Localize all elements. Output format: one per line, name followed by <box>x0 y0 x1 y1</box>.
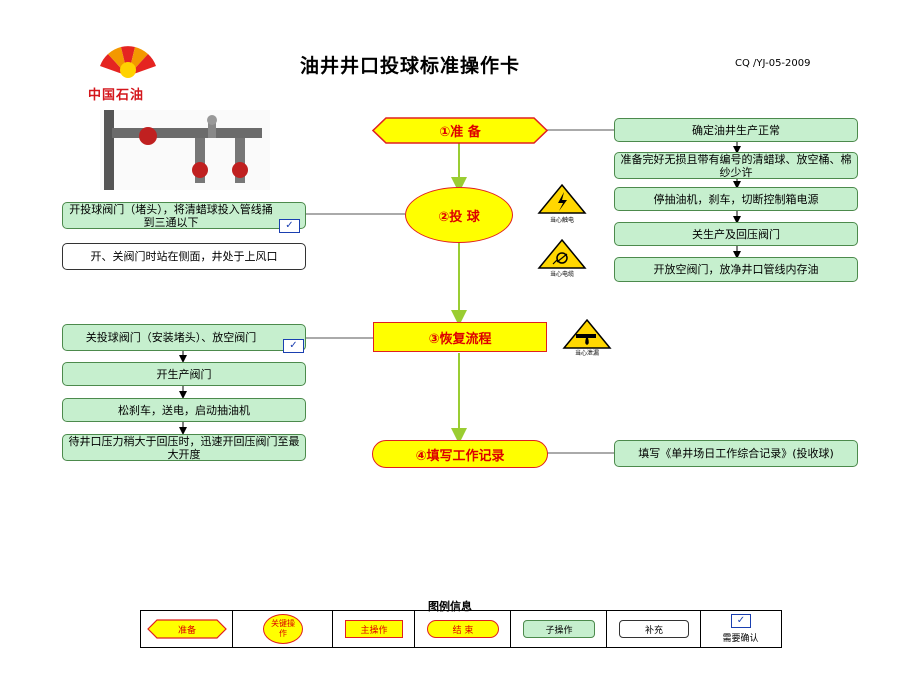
legend-supplement: 补充 <box>607 611 701 647</box>
wellhead-photo <box>100 110 270 190</box>
note-stand-side: 开、关阀门时站在侧面，井处于上风口 <box>62 243 306 270</box>
warning-leak-icon: 当心泄漏 <box>562 318 612 358</box>
right-op-3: 停抽油机，刹车，切断控制箱电源 <box>614 187 858 211</box>
legend-key-op: 关键操作 <box>233 611 333 647</box>
warning-electric-shock-icon: 当心触电 <box>537 183 587 224</box>
step-prepare: ①准 备 <box>371 117 549 144</box>
right-op-4: 关生产及回压阀门 <box>614 222 858 246</box>
left-op-1: 开投球阀门（堵头），将清蜡球投入管线捅到三通以下 <box>62 202 306 229</box>
legend-title: 图例信息 <box>428 600 472 613</box>
right-op-1: 确定油井生产正常 <box>614 118 858 142</box>
logo-text: 中国石油 <box>88 88 145 103</box>
legend-box: 准备 关键操作 主操作 结 束 子操作 补充 ✓ 需要确认 <box>140 610 782 648</box>
checkbox-confirm-icon: ✓ <box>279 219 300 233</box>
legend-sub-op: 子操作 <box>511 611 607 647</box>
legend-confirm: ✓ 需要确认 <box>722 614 759 644</box>
right-op-2: 准备完好无损且带有编号的清蜡球、放空桶、棉纱少许 <box>614 152 858 179</box>
checkbox-confirm-icon: ✓ <box>731 614 751 628</box>
page-title: 油井井口投球标准操作卡 <box>300 55 521 77</box>
document-code: CQ /YJ-05-2009 <box>735 58 811 69</box>
logo: 中国石油 <box>88 44 168 103</box>
step-record: ④填写工作记录 <box>372 440 548 468</box>
warning-cable-icon: 当心电缆 <box>537 238 587 278</box>
legend-prepare: 准备 <box>141 611 233 647</box>
step-restore-flow: ③恢复流程 <box>373 322 547 352</box>
left-op-2: 关投球阀门（安装堵头）、放空阀门 <box>62 324 306 351</box>
left-op-3: 开生产阀门 <box>62 362 306 386</box>
legend-main-op: 主操作 <box>333 611 415 647</box>
legend-end: 结 束 <box>415 611 511 647</box>
right-op-6: 填写《单井场日工作综合记录》(投收球) <box>614 440 858 467</box>
step-drop-ball: ②投 球 <box>405 187 513 243</box>
left-op-5: 待井口压力稍大于回压时，迅速开回压阀门至最大开度 <box>62 434 306 461</box>
left-op-4: 松刹车，送电，启动抽油机 <box>62 398 306 422</box>
right-op-5: 开放空阀门，放净井口管线内存油 <box>614 257 858 282</box>
petrochina-logo-icon <box>100 46 156 78</box>
checkbox-confirm-icon: ✓ <box>283 339 304 353</box>
